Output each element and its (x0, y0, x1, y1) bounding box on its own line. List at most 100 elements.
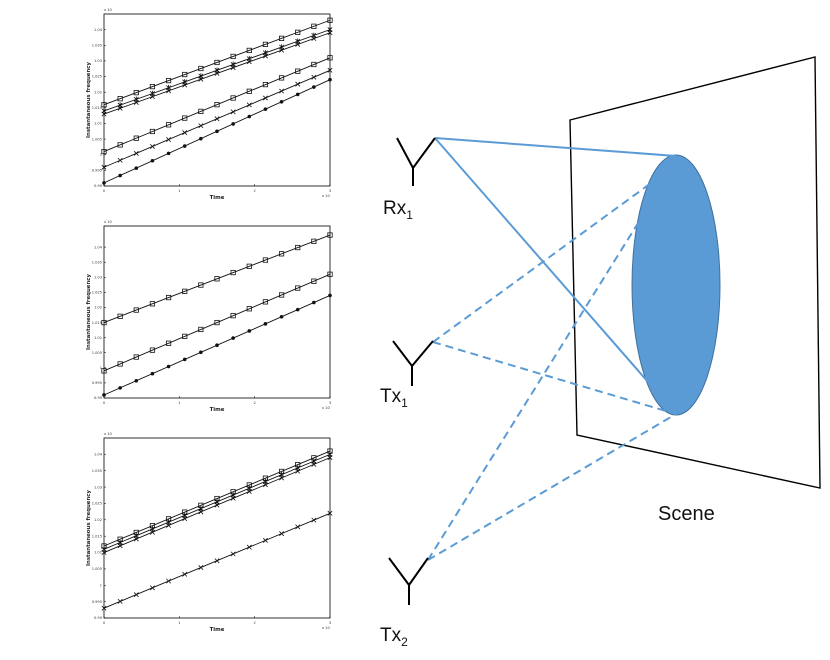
y-tick-label: 1.04 (94, 245, 103, 249)
series-marker (101, 368, 107, 374)
y-tick-label: 1.035 (92, 260, 102, 264)
series-marker (327, 26, 333, 33)
x-tick-label: 3 (329, 189, 331, 193)
series-marker (214, 495, 220, 502)
series-marker (198, 73, 204, 79)
y-tick-label: 1.025 (92, 291, 102, 295)
series-marker (117, 157, 123, 163)
y-tick-label: 1.035 (92, 43, 102, 47)
series-marker (149, 301, 156, 307)
series-marker (101, 164, 107, 170)
series-marker (214, 276, 220, 282)
series-marker (166, 364, 171, 369)
series-marker (166, 137, 172, 143)
series-marker (117, 102, 123, 108)
series-marker (279, 88, 285, 94)
series-marker (182, 357, 187, 362)
series-marker (214, 67, 220, 74)
series-marker (278, 468, 285, 475)
y-tick-label: 1.02 (94, 306, 102, 310)
series-marker (295, 307, 300, 312)
series-marker (327, 510, 333, 516)
series-marker (101, 543, 107, 549)
series-marker (263, 322, 268, 326)
series-marker (198, 108, 204, 114)
plot-frame (103, 13, 331, 187)
ray-tx2-bottom (427, 413, 677, 561)
y-tick-label: 0.99 (94, 396, 103, 400)
x-tick-label: 0 (103, 401, 106, 405)
series-marker (247, 114, 252, 119)
y-tick-label: 1.015 (92, 534, 102, 538)
series-marker (182, 288, 188, 294)
series-marker (214, 116, 220, 122)
y-tick-label: 1.02 (94, 518, 102, 522)
series-marker (149, 128, 156, 135)
series-marker (246, 88, 252, 94)
y-tick-label: 0.995 (92, 169, 102, 173)
series-marker (165, 294, 172, 301)
series-marker (262, 95, 268, 101)
ray-tx1-top (432, 166, 674, 343)
series-marker (262, 81, 269, 88)
series-marker (165, 516, 172, 522)
series-marker (295, 38, 301, 45)
series-marker (117, 536, 123, 542)
series-marker (182, 333, 188, 339)
series-marker (327, 17, 333, 23)
y-exponent-label: x 10 (104, 220, 113, 224)
y-tick-label: 0.995 (92, 600, 102, 604)
series-marker (133, 150, 139, 156)
series-marker (102, 181, 106, 185)
antenna-tx2: Tx2 (380, 557, 429, 649)
series-marker (327, 232, 333, 238)
series-marker (246, 263, 252, 269)
series-marker (198, 502, 204, 508)
series-marker (279, 314, 284, 319)
series-marker (182, 115, 188, 121)
series-marker (117, 96, 123, 102)
series-marker (149, 143, 155, 149)
series-line (103, 234, 331, 323)
x-tick-label: 2 (254, 621, 256, 625)
series-marker (328, 293, 332, 298)
ray-rx1-top (434, 137, 677, 157)
antenna-icon (396, 137, 436, 186)
x-tick-label: 1 (178, 621, 180, 625)
series-marker (262, 50, 268, 56)
antenna-rx1: Rx1 (383, 137, 436, 222)
series-marker (295, 81, 301, 87)
series-marker (328, 77, 332, 82)
series-marker (101, 319, 107, 326)
series-marker (311, 23, 317, 29)
y-tick-label: 1.01 (94, 122, 102, 126)
x-exponent-label: x 10 (322, 626, 331, 630)
series-marker (182, 509, 188, 515)
series-marker (117, 142, 123, 148)
series-marker (149, 90, 155, 97)
series-marker (311, 32, 317, 39)
y-tick-label: 1.015 (92, 106, 102, 110)
series-marker (279, 44, 285, 50)
antenna-label-tx2: Tx2 (380, 625, 408, 649)
x-tick-label: 2 (254, 189, 256, 193)
x-axis-title: Time (210, 195, 225, 201)
antenna-label-tx1: Tx1 (380, 386, 408, 410)
series-marker (246, 47, 252, 54)
series-marker (182, 79, 188, 85)
series-marker (262, 41, 269, 47)
y-tick-label: 0.99 (94, 184, 103, 188)
y-tick-label: 0.995 (92, 381, 102, 385)
series-marker (295, 524, 301, 530)
y-tick-label: 1.02 (94, 90, 102, 94)
x-tick-label: 0 (103, 189, 106, 193)
series-marker (262, 257, 269, 263)
series-marker (182, 71, 188, 78)
series-marker (133, 135, 139, 141)
series-marker (215, 129, 219, 134)
series-marker (311, 61, 317, 68)
x-axis-title: Time (210, 627, 225, 633)
series-marker (231, 336, 235, 340)
series-marker (133, 354, 139, 360)
